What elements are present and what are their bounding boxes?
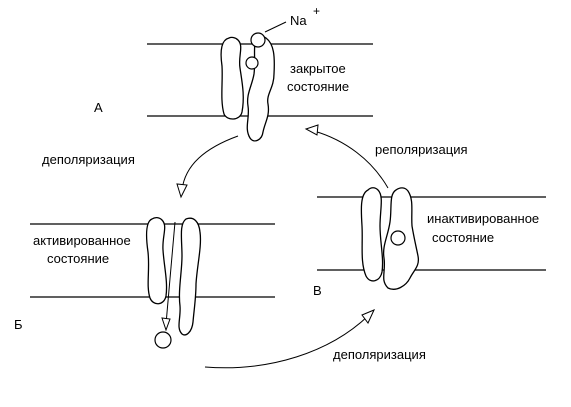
label-repolarization: реполяризация <box>375 142 468 157</box>
state-b-label-line1: активированное <box>33 233 131 248</box>
transition-c-to-a: реполяризация <box>304 124 468 189</box>
ion-symbol-label: Na <box>290 13 307 28</box>
channel-protein-left-c <box>360 187 384 282</box>
channel-closed-state: Na + А закрытое состояние <box>94 4 373 142</box>
channel-protein-left-a <box>220 36 244 120</box>
arrowhead-depolarization-1 <box>176 183 188 199</box>
label-depolarization-1: деполяризация <box>42 152 135 167</box>
state-b-label-line2: состояние <box>47 251 109 266</box>
arrow-depolarization-1 <box>181 135 239 191</box>
arrowhead-depolarization-2 <box>361 309 375 324</box>
state-a-label-line2: состояние <box>287 79 349 94</box>
sodium-ion-trapped-c <box>390 230 406 246</box>
state-b-letter: Б <box>14 317 23 332</box>
arrow-depolarization-2 <box>204 315 369 369</box>
state-c-label-line2: состояние <box>432 230 494 245</box>
channel-protein-right-a <box>246 35 275 142</box>
ion-pointer-line <box>264 21 287 33</box>
ion-path-arrowhead <box>161 317 171 332</box>
transition-a-to-b: деполяризация <box>42 135 239 199</box>
sodium-ion-in-pore-a <box>245 56 259 70</box>
channel-protein-left-b <box>145 216 168 305</box>
label-depolarization-2: деполяризация <box>333 347 426 362</box>
sodium-ion-outside-a <box>250 32 266 48</box>
channel-inactivated-state: инактивированное состояние В <box>313 187 546 298</box>
transition-b-to-c: деполяризация <box>204 309 426 369</box>
channel-protein-right-b <box>178 217 202 336</box>
state-c-letter: В <box>313 283 322 298</box>
state-c-label-line1: инактивированное <box>427 211 539 226</box>
channel-activated-state: активированное состояние Б <box>14 216 275 349</box>
arrow-repolarization <box>313 130 389 189</box>
arrowhead-repolarization <box>304 124 319 136</box>
state-a-label-line1: закрытое <box>290 61 346 76</box>
ion-charge-label: + <box>313 4 320 18</box>
sodium-ion-inside-b <box>154 331 172 349</box>
state-a-letter: А <box>94 100 103 115</box>
ion-path-line <box>165 221 176 325</box>
